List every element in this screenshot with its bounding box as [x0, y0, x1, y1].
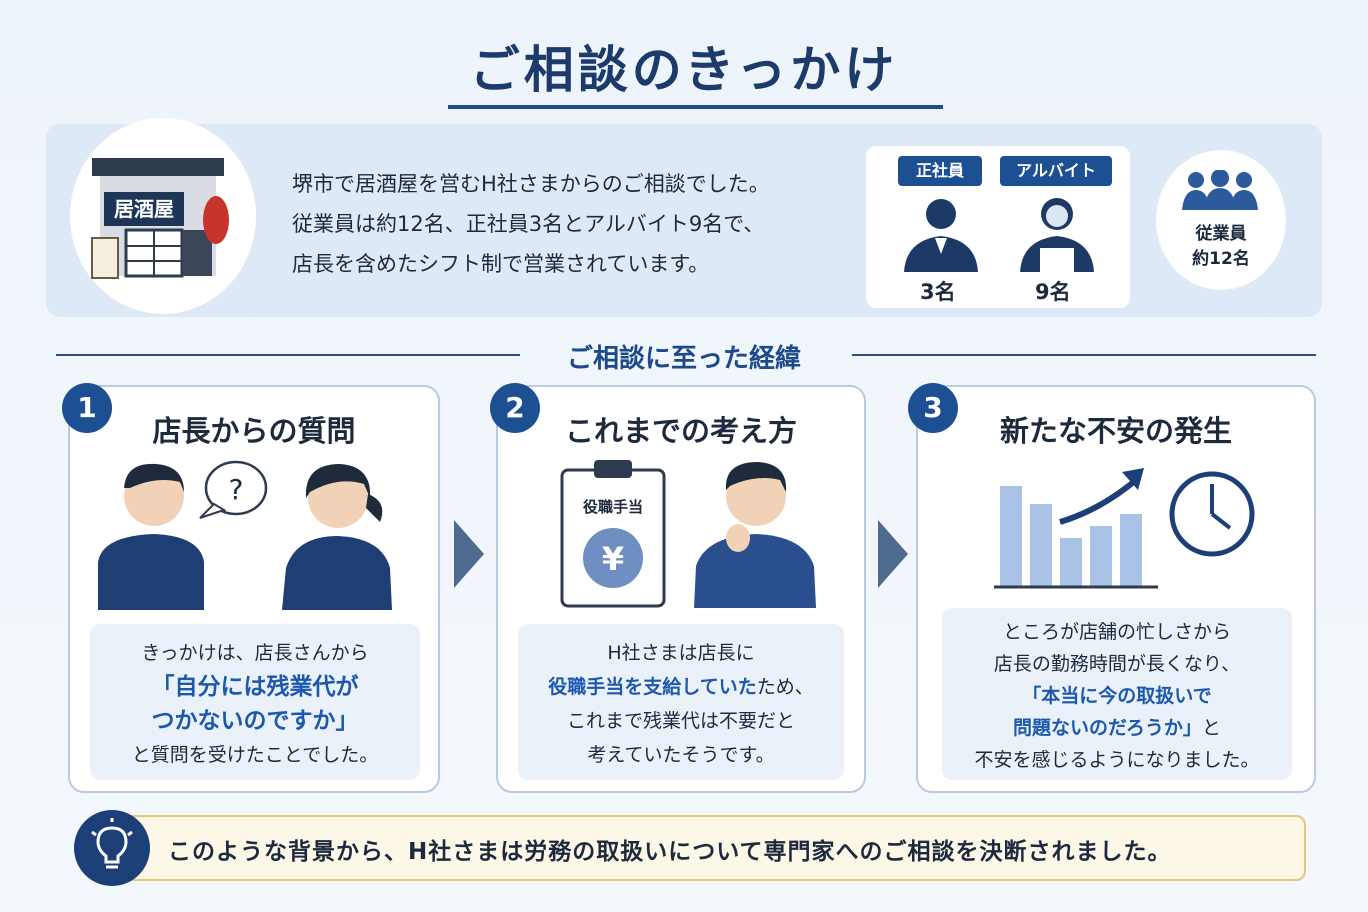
rising-chart-icon — [994, 468, 1255, 589]
section-title: ご相談に至った経緯 — [566, 344, 801, 374]
total-employees-label: 従業員 約12名 — [1192, 224, 1250, 269]
shop-illustration: 居酒屋 — [70, 118, 256, 314]
intro-text: 堺市で居酒屋を営むH社さまからのご相談でした。 従業員は約12名、正社員3名とア… — [292, 164, 770, 284]
conclusion-banner — [104, 815, 1306, 881]
chevron-right-icon — [454, 520, 484, 588]
section-rule-right — [852, 354, 1316, 356]
step-title-2: これまでの考え方 — [564, 414, 797, 448]
fulltime-tag: 正社員 — [898, 156, 982, 186]
intro-line: 従業員は約12名、正社員3名とアルバイト9名で、 — [292, 212, 765, 236]
lantern-icon — [203, 196, 229, 244]
step-title-1: 店長からの質問 — [152, 414, 356, 448]
step-desc-1: きっかけは、店長さんから 「自分には残業代が つかないのですか」 と質問を受けた… — [90, 624, 420, 780]
conclusion-text: このような背景から、H社さまは労務の取扱いについて専門家へのご相談を決断されまし… — [168, 839, 1172, 865]
step-number-1: 1 — [62, 383, 112, 433]
step-number-2: 2 — [490, 383, 540, 433]
parttime-person-icon — [1020, 198, 1094, 272]
title-underline — [448, 105, 943, 109]
step-desc-3: ところが店舗の忙しさから 店長の勤務時間が長くなり、 「本当に今の取扱いで 問題… — [942, 608, 1292, 780]
question-mark: ? — [229, 473, 244, 506]
question-illustration: ? — [98, 460, 392, 610]
intro-line: 堺市で居酒屋を営むH社さまからのご相談でした。 — [292, 172, 770, 196]
shop-sign: 居酒屋 — [114, 197, 174, 221]
clipboard-label: 役職手当 — [583, 498, 643, 516]
parttime-count: 9名 — [1035, 280, 1071, 304]
step-number-3: 3 — [908, 383, 958, 433]
group-icon — [1182, 170, 1258, 210]
step-desc-2: H社さまは店長に 役職手当を支給していたため、 これまで残業代は不要だと 考えて… — [518, 624, 844, 780]
fulltime-count: 3名 — [920, 280, 956, 304]
parttime-tag: アルバイト — [1000, 156, 1112, 186]
lightbulb-icon — [74, 810, 150, 886]
step-title-3: 新たな不安の発生 — [999, 414, 1232, 448]
fulltime-person-icon — [904, 199, 978, 272]
intro-line: 店長を含めたシフト制で営業されています。 — [292, 252, 710, 276]
yen-icon: ¥ — [602, 540, 624, 578]
page-title: ご相談のきっかけ — [469, 41, 899, 99]
allowance-illustration: 役職手当 ¥ — [560, 460, 816, 608]
speech-bubble-icon — [204, 460, 268, 516]
section-rule-left — [56, 354, 520, 356]
chevron-right-icon — [878, 520, 908, 588]
